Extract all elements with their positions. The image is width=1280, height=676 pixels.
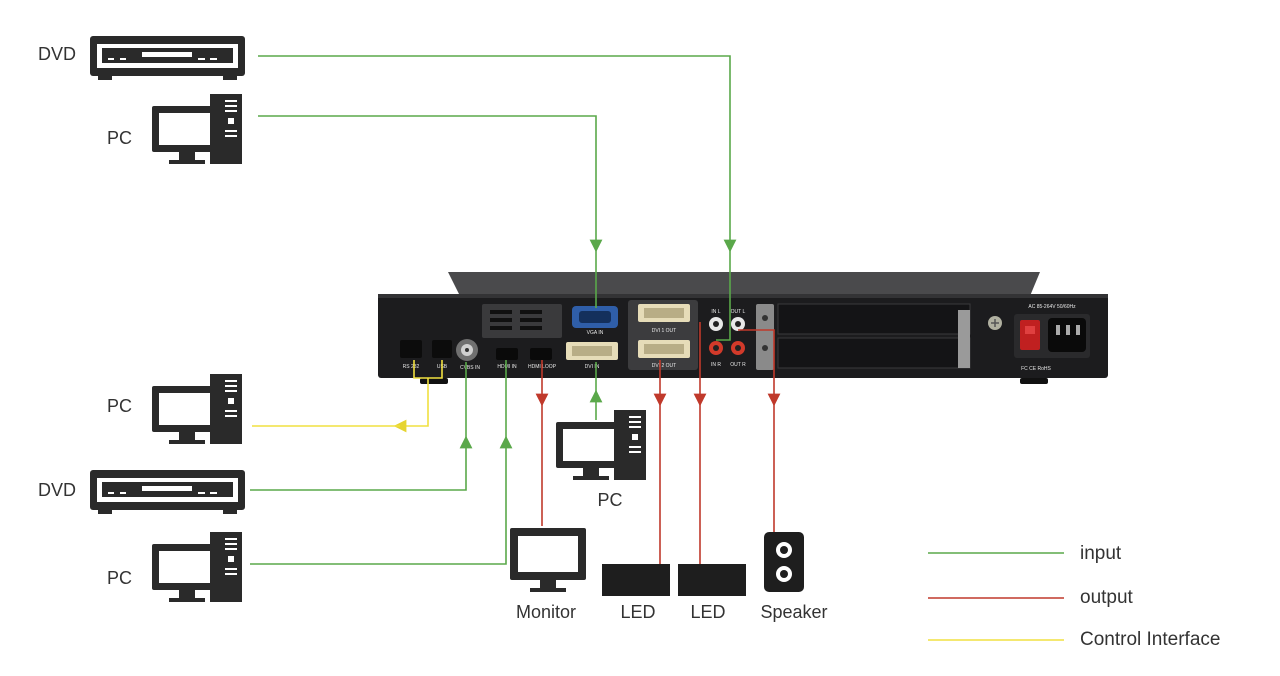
led-panel-icon [602, 564, 670, 596]
legend: input output Control Interface [928, 543, 1220, 650]
pc-center-device: PC [556, 410, 646, 510]
speaker-device: Speaker [760, 532, 828, 622]
control-interface-line [393, 378, 429, 433]
in-l-label: IN L [711, 309, 720, 315]
led-2-device: LED [678, 564, 746, 622]
expansion-slot-2 [777, 337, 971, 369]
out-l-label: OUT L [731, 309, 746, 315]
dvd-top-label: DVD [38, 44, 76, 64]
dvd-player-icon [90, 36, 245, 80]
desktop-pc-icon [152, 374, 242, 444]
led-1-device: LED [602, 564, 670, 622]
desktop-pc-icon [152, 532, 242, 602]
certification-label: FC CE RoHS [1021, 366, 1051, 372]
pc-left-mid-label: PC [107, 396, 132, 416]
in-r-label: IN R [711, 362, 721, 368]
desktop-pc-icon [556, 410, 646, 480]
dvd-bottom-cvbs-input-line [250, 435, 473, 491]
hdmi-loop-port [530, 348, 552, 360]
out-r-label: OUT R [730, 362, 746, 368]
power-switch [1020, 320, 1040, 350]
rs232-port [400, 340, 422, 358]
audio-output-line [738, 329, 781, 407]
pc-center-label: PC [597, 490, 622, 510]
rs232-label: RS 232 [403, 364, 420, 370]
led-panel-icon [678, 564, 746, 596]
expansion-bracket [756, 304, 774, 370]
pc-top-label: PC [107, 128, 132, 148]
desktop-pc-icon [152, 94, 242, 164]
led-2-label: LED [690, 602, 725, 622]
monitor-icon [510, 528, 586, 592]
pc-left-mid-device: PC [107, 374, 242, 444]
legend-input-label: input [1080, 543, 1122, 564]
pc-bottom-device: PC [107, 532, 242, 602]
dvi2-out-label: DVI 2 OUT [652, 363, 676, 369]
hdmi-in-label: HDMI IN [497, 364, 517, 370]
speaker-label: Speaker [760, 602, 827, 622]
video-processor-chassis: RS 232 USB CVBS IN HDMI IN HDMI LOOP VGA… [378, 272, 1108, 384]
led-1-label: LED [620, 602, 655, 622]
vga-in-label: VGA IN [587, 330, 604, 336]
usb-port [432, 340, 452, 358]
monitor-device: Monitor [510, 528, 586, 622]
dvd-top-audio-input-line [258, 55, 737, 253]
legend-control-label: Control Interface [1080, 629, 1220, 650]
dvd-bottom-device: DVD [38, 470, 245, 514]
pc-top-device: PC [107, 94, 242, 164]
hdmi-in-port [496, 348, 518, 360]
dvi1-out-label: DVI 1 OUT [652, 328, 676, 334]
dvd-bottom-label: DVD [38, 480, 76, 500]
cvbs-in-label: CVBS IN [460, 365, 480, 371]
pc-bottom-label: PC [107, 568, 132, 588]
monitor-label: Monitor [516, 602, 576, 622]
dvi-in-label: DVI IN [585, 364, 600, 370]
dvd-top-device: DVD [38, 36, 245, 80]
pc-bottom-hdmi-input-line [250, 435, 513, 565]
speaker-icon [764, 532, 804, 592]
pc-top-vga-input-line [258, 115, 603, 253]
dvd-player-icon [90, 470, 245, 514]
legend-output-label: output [1080, 587, 1134, 608]
expansion-slot-1 [777, 303, 971, 335]
power-spec-label: AC 85-264V 50/60Hz [1028, 304, 1076, 310]
